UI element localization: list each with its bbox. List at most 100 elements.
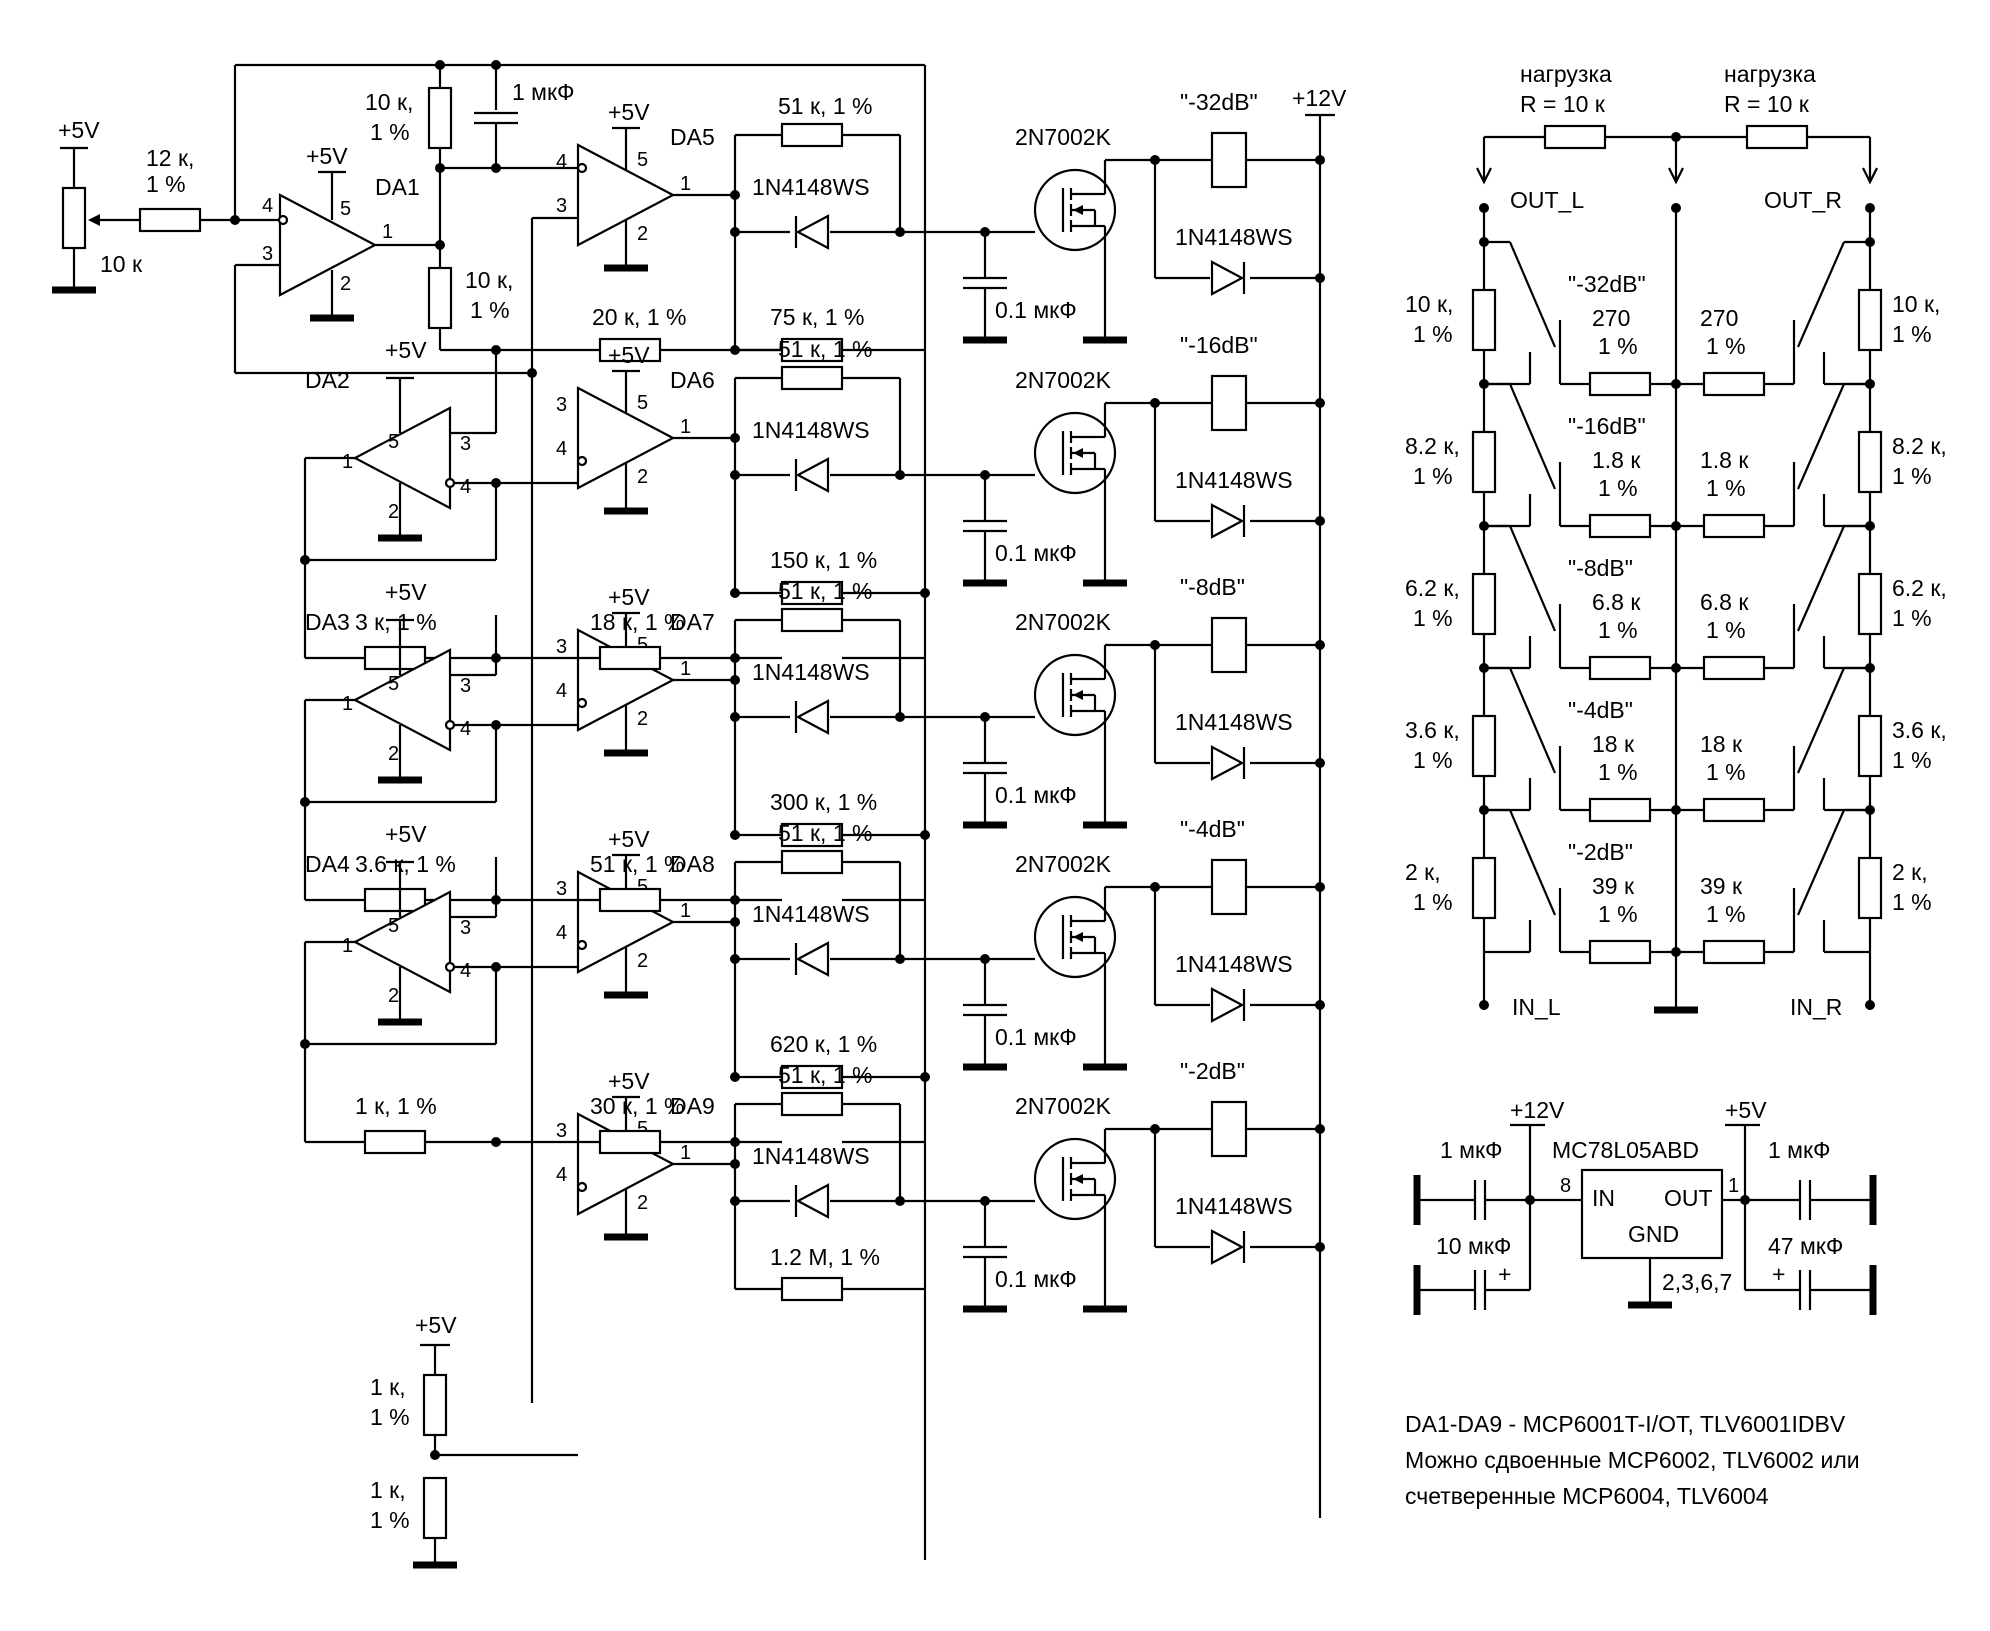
svg-text:DA4: DA4 <box>305 851 350 877</box>
svg-text:270: 270 <box>1592 305 1630 331</box>
svg-text:5: 5 <box>637 149 648 171</box>
supply-12v-rail: +12V <box>1292 85 1347 1518</box>
svg-text:2 к,: 2 к, <box>1405 859 1441 885</box>
svg-text:+5V: +5V <box>608 99 650 125</box>
svg-text:нагрузка: нагрузка <box>1724 61 1816 87</box>
svg-text:2 к,: 2 к, <box>1892 859 1928 885</box>
svg-text:2N7002K: 2N7002K <box>1015 851 1112 877</box>
relay-8dB <box>1210 616 1248 674</box>
svg-text:+: + <box>1498 1261 1511 1287</box>
svg-text:2N7002K: 2N7002K <box>1015 1093 1112 1119</box>
svg-text:2: 2 <box>388 501 399 523</box>
svg-text:DA3: DA3 <box>305 609 350 635</box>
relay-4dB <box>1210 858 1248 916</box>
svg-text:2: 2 <box>637 466 648 488</box>
svg-text:1 %: 1 % <box>1706 475 1746 501</box>
reference-divider: +5V1 к,1 %1 к,1 % <box>370 1312 578 1565</box>
potentiometer-10k <box>61 186 87 250</box>
svg-text:2: 2 <box>637 708 648 730</box>
svg-text:1 %: 1 % <box>1892 463 1932 489</box>
svg-text:нагрузка: нагрузка <box>1520 61 1612 87</box>
svg-text:0.1 мкФ: 0.1 мкФ <box>995 1024 1077 1050</box>
svg-text:1: 1 <box>1728 1175 1739 1197</box>
svg-text:1: 1 <box>680 416 691 438</box>
pot-supply-label: +5V <box>58 117 100 143</box>
svg-text:DA8: DA8 <box>670 851 715 877</box>
svg-text:300 к, 1 %: 300 к, 1 % <box>770 789 877 815</box>
svg-text:3: 3 <box>460 675 471 697</box>
svg-text:1 %: 1 % <box>1892 605 1932 631</box>
svg-text:1 %: 1 % <box>1413 321 1453 347</box>
svg-text:+12V: +12V <box>1292 85 1347 111</box>
svg-text:1 %: 1 % <box>1598 759 1638 785</box>
svg-text:2N7002K: 2N7002K <box>1015 609 1112 635</box>
svg-text:0.1 мкФ: 0.1 мкФ <box>995 540 1077 566</box>
svg-text:"-32dB": "-32dB" <box>1180 89 1258 115</box>
svg-text:3: 3 <box>556 636 567 658</box>
svg-text:3: 3 <box>556 195 567 217</box>
svg-text:+5V: +5V <box>608 1068 650 1094</box>
svg-text:39 к: 39 к <box>1700 873 1743 899</box>
svg-text:OUT: OUT <box>1664 1185 1713 1211</box>
svg-text:75 к, 1 %: 75 к, 1 % <box>770 304 864 330</box>
svg-text:1.2 M, 1 %: 1.2 M, 1 % <box>770 1244 880 1270</box>
svg-text:1: 1 <box>342 451 353 473</box>
svg-text:1N4148WS: 1N4148WS <box>752 1143 870 1169</box>
svg-text:2: 2 <box>637 1192 648 1214</box>
svg-text:1 к, 1 %: 1 к, 1 % <box>355 1093 437 1119</box>
svg-text:+5V: +5V <box>385 821 427 847</box>
svg-text:2: 2 <box>388 743 399 765</box>
voltage-regulator: +12V +5V MC78L05ABD IN OUT GND 8 1 2,3,6… <box>1413 1097 1877 1315</box>
regulator-ic <box>1580 1168 1724 1260</box>
svg-text:51 к, 1 %: 51 к, 1 % <box>778 578 872 604</box>
svg-text:1N4148WS: 1N4148WS <box>752 901 870 927</box>
svg-text:1: 1 <box>680 173 691 195</box>
svg-text:4: 4 <box>262 195 273 217</box>
svg-text:3 к, 1 %: 3 к, 1 % <box>355 609 437 635</box>
svg-text:1.8 к: 1.8 к <box>1592 447 1641 473</box>
svg-text:2: 2 <box>637 223 648 245</box>
svg-text:1 %: 1 % <box>1892 747 1932 773</box>
svg-text:OUT_R: OUT_R <box>1764 187 1842 213</box>
svg-text:6.2 к,: 6.2 к, <box>1405 575 1460 601</box>
svg-text:"-4dB": "-4dB" <box>1180 816 1245 842</box>
svg-text:1 %: 1 % <box>1598 475 1638 501</box>
svg-text:1 мкФ: 1 мкФ <box>1768 1137 1831 1163</box>
svg-text:+5V: +5V <box>608 826 650 852</box>
ladder-section-4: 3.6 к,1 %3.6 к,1 %"-4dB"18 к1 %18 к1 % <box>1405 663 1947 823</box>
svg-text:4: 4 <box>556 151 567 173</box>
notes: DA1-DA9 - MCP6001T-I/OT, TLV6001IDBV Мож… <box>1405 1411 1860 1509</box>
svg-text:"-2dB": "-2dB" <box>1180 1058 1245 1084</box>
svg-text:+5V: +5V <box>385 579 427 605</box>
input-stage: +5V 10 к 12 к, 1 % 4 3 1 5 2 +5V DA1 <box>52 60 927 1560</box>
svg-text:1: 1 <box>680 900 691 922</box>
svg-text:10 к,: 10 к, <box>365 89 413 115</box>
svg-text:3: 3 <box>460 433 471 455</box>
svg-text:MC78L05ABD: MC78L05ABD <box>1552 1137 1699 1163</box>
svg-text:51 к, 1 %: 51 к, 1 % <box>778 336 872 362</box>
svg-text:"-32dB": "-32dB" <box>1568 271 1646 297</box>
svg-text:1 мкФ: 1 мкФ <box>1440 1137 1503 1163</box>
svg-text:10 к,: 10 к, <box>465 267 513 293</box>
svg-text:6.2 к,: 6.2 к, <box>1892 575 1947 601</box>
svg-text:1 %: 1 % <box>1706 617 1746 643</box>
svg-text:4: 4 <box>556 680 567 702</box>
pot-value-label: 10 к <box>100 251 143 277</box>
svg-text:IN_L: IN_L <box>1512 994 1561 1020</box>
svg-text:+: + <box>1772 1261 1785 1287</box>
svg-text:51 к, 1 %: 51 к, 1 % <box>778 820 872 846</box>
resistor-10k-top <box>427 86 453 150</box>
resistor-12k <box>138 207 202 233</box>
note-line-1: DA1-DA9 - MCP6001T-I/OT, TLV6001IDBV <box>1405 1411 1846 1437</box>
svg-text:5: 5 <box>637 634 648 656</box>
svg-text:10 к,: 10 к, <box>1892 291 1940 317</box>
relay-32dB <box>1210 131 1248 189</box>
svg-text:1 %: 1 % <box>1598 333 1638 359</box>
ladder-section-3: 6.2 к,1 %6.2 к,1 %"-8dB"6.8 к1 %6.8 к1 % <box>1405 521 1947 681</box>
svg-text:5: 5 <box>388 915 399 937</box>
svg-text:DA6: DA6 <box>670 367 715 393</box>
svg-text:1: 1 <box>680 1142 691 1164</box>
